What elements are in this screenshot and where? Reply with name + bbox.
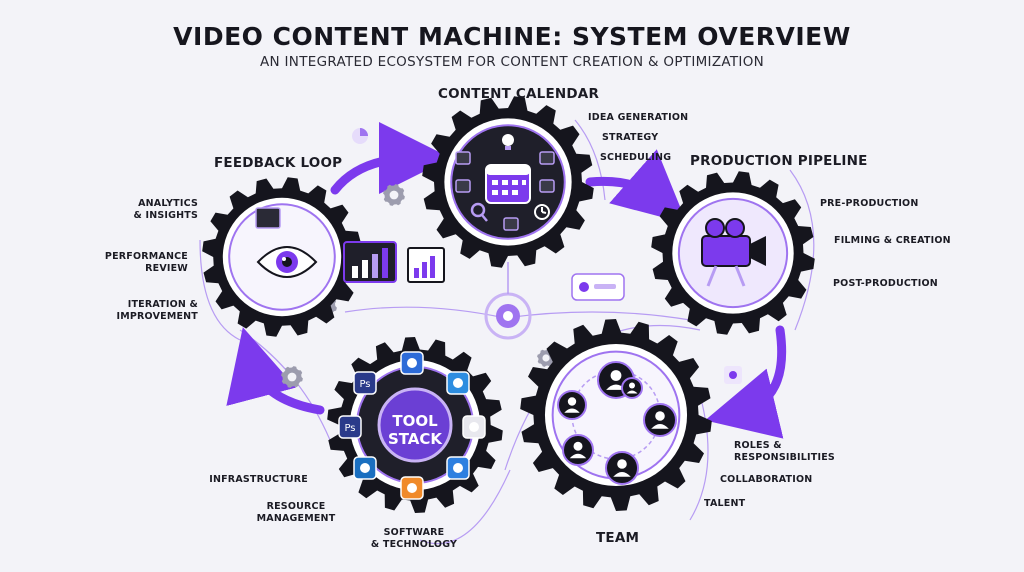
- clock-icon: [534, 204, 550, 220]
- eye-icon: [256, 246, 318, 278]
- person-icon: [643, 403, 677, 437]
- app-icon: [446, 371, 470, 395]
- tool-item-infrastructure: INFRASTRUCTURE: [209, 474, 308, 485]
- production-item-pre: PRE-PRODUCTION: [820, 198, 919, 209]
- app-icon: [400, 351, 424, 375]
- app-icon: Ps: [353, 371, 377, 395]
- app-icon: [446, 456, 470, 480]
- calendar-item-scheduling: SCHEDULING: [600, 152, 672, 163]
- square-dot-icon: [724, 366, 742, 384]
- arrow-feedback-to-calendar: [330, 122, 451, 195]
- app-icon: Ps: [338, 415, 362, 439]
- tool-stack-label-line2: STACK: [387, 430, 443, 448]
- arrow-tools-to-feedback: [226, 327, 325, 415]
- app-icon: [400, 476, 424, 500]
- arrow-calendar-to-production: [585, 149, 688, 224]
- lightbulb-icon: [502, 134, 514, 150]
- page-title: VIDEO CONTENT MACHINE: SYSTEM OVERVIEW: [173, 22, 851, 51]
- tool-item-software-technology: SOFTWARE & TECHNOLOGY: [370, 527, 458, 550]
- connector-arc: [574, 119, 606, 201]
- search-icon: [470, 202, 488, 222]
- tool-item-resource-management: RESOURCE MANAGEMENT: [256, 501, 336, 524]
- tool-stack-label-line1: TOOL: [392, 412, 438, 430]
- person-icon: [605, 451, 639, 485]
- connector-arc: [239, 329, 331, 441]
- connector-arc: [504, 311, 691, 321]
- flow-arrows: [226, 122, 787, 439]
- content-calendar-heading: CONTENT CALENDAR: [438, 86, 600, 102]
- arrow-production-to-team: [704, 325, 787, 439]
- calendar-item-strategy: STRATEGY: [602, 132, 659, 143]
- app-icon: [353, 456, 377, 480]
- calendar-icon: [485, 164, 531, 204]
- production-item-post: POST-PRODUCTION: [833, 278, 938, 289]
- feedback-loop-heading: FEEDBACK LOOP: [214, 155, 343, 171]
- feedback-item-performance: PERFORMANCE REVIEW: [104, 251, 188, 274]
- connector-arc: [789, 169, 815, 331]
- connector-arc: [344, 306, 506, 319]
- person-icon: [621, 377, 643, 399]
- tool-stack-center-disk: [377, 387, 453, 463]
- team-item-collaboration: COLLABORATION: [720, 474, 813, 485]
- app-icon-label: Ps: [359, 379, 370, 390]
- person-icon: [562, 434, 594, 466]
- page-subtitle: AN INTEGRATED ECOSYSTEM FOR CONTENT CREA…: [259, 54, 765, 70]
- person-icon: [557, 390, 587, 420]
- team-heading: TEAM: [596, 530, 640, 546]
- pie-chart-icon: [352, 128, 368, 144]
- app-icon: [462, 415, 486, 439]
- calendar-item-idea-generation: IDEA GENERATION: [588, 112, 689, 123]
- app-icon-label: Ps: [344, 423, 355, 434]
- production-item-filming: FILMING & CREATION: [834, 235, 951, 246]
- small-gear-icon: [281, 366, 303, 388]
- calendar-mini-tiles: [455, 151, 555, 231]
- connector-arc: [419, 469, 511, 545]
- feedback-item-analytics: ANALYTICS & INSIGHTS: [133, 198, 198, 221]
- team-item-roles: ROLES & RESPONSIBILITIES: [734, 440, 835, 463]
- chat-bubble-icon: [571, 273, 625, 301]
- team-persons: [557, 361, 677, 485]
- bar-chart-icon: [255, 207, 445, 283]
- production-pipeline-heading: PRODUCTION PIPELINE: [690, 153, 868, 169]
- connector-arc: [689, 394, 709, 521]
- team-item-talent: TALENT: [704, 498, 746, 509]
- video-camera-icon: [701, 218, 766, 287]
- small-gear-icon: [383, 184, 405, 206]
- feedback-item-iteration: ITERATION & IMPROVEMENT: [116, 299, 198, 322]
- central-hub: [484, 262, 532, 340]
